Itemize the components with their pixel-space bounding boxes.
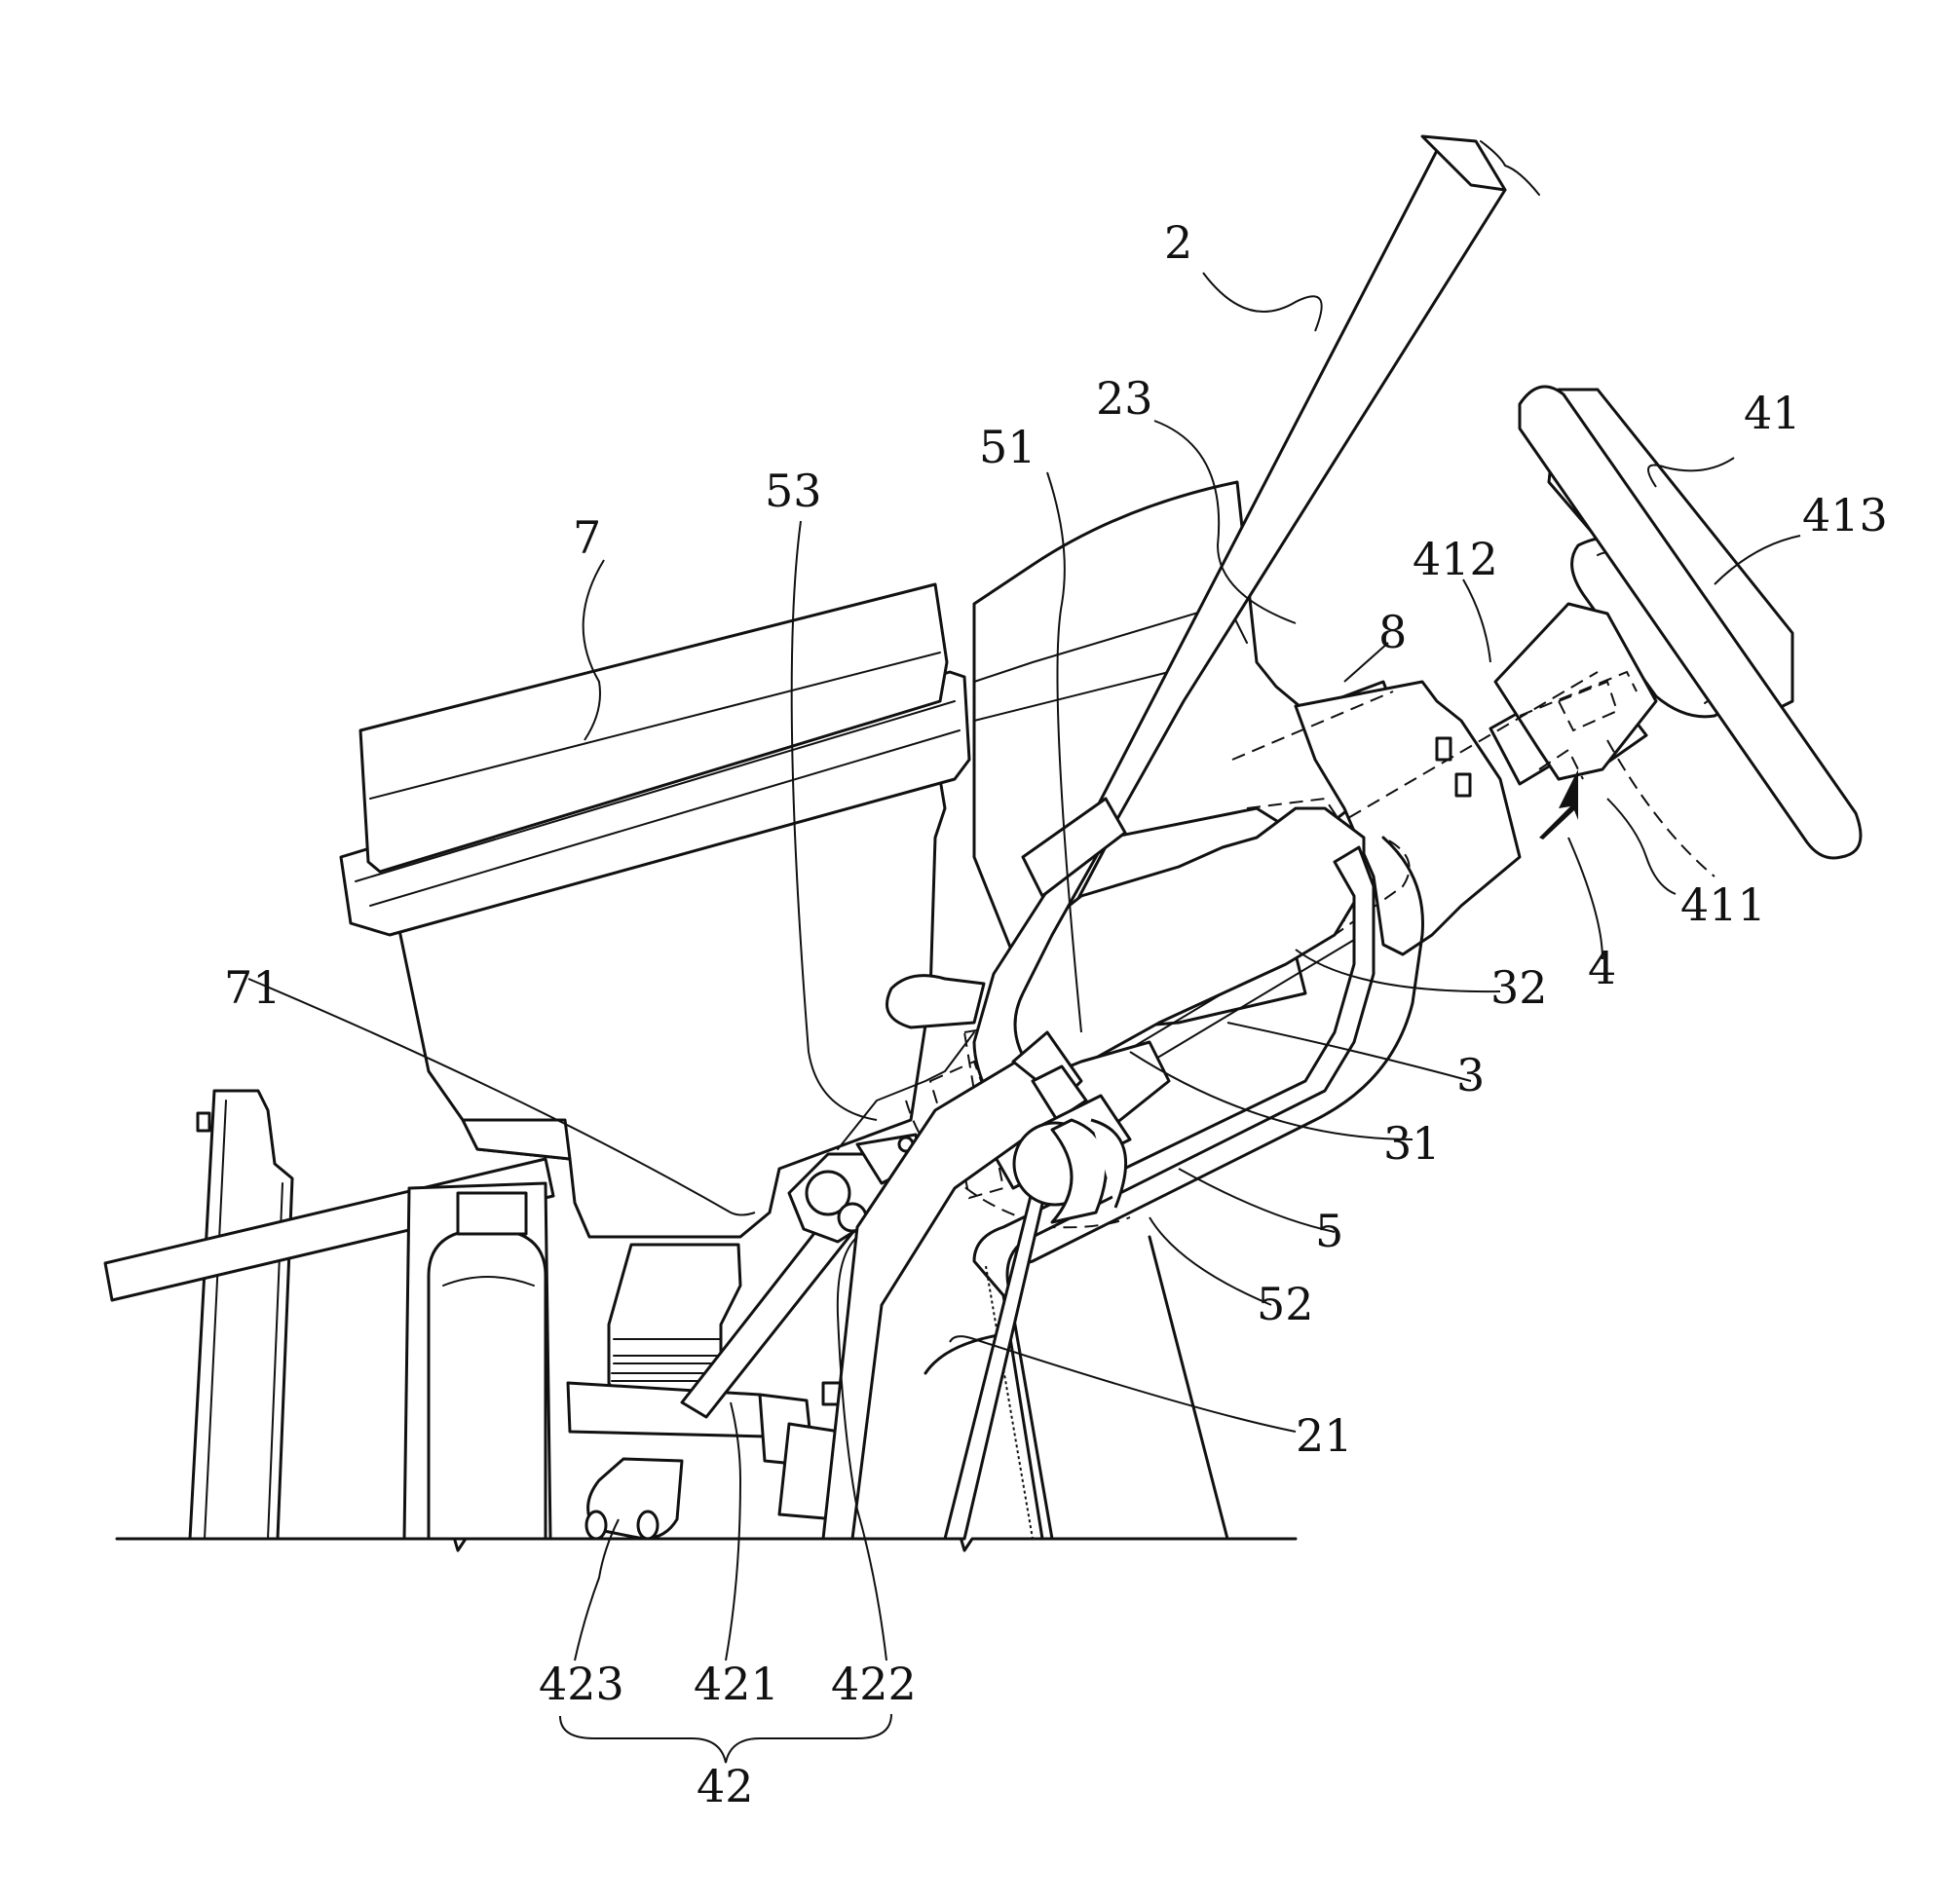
- label-71: 71: [224, 961, 282, 1014]
- label-32: 32: [1490, 961, 1548, 1014]
- label-41: 41: [1744, 387, 1801, 439]
- label-23: 23: [1096, 372, 1153, 425]
- middle-frame: [404, 1183, 550, 1539]
- label-8: 8: [1378, 606, 1407, 658]
- label-51: 51: [979, 421, 1037, 473]
- label-412: 412: [1413, 533, 1498, 585]
- left-frame-post: [190, 1091, 292, 1539]
- label-53: 53: [765, 465, 822, 517]
- label-3: 3: [1456, 1049, 1485, 1101]
- lever-knob: [887, 976, 985, 1027]
- ground-line: [117, 1527, 1296, 1550]
- label-21: 21: [1296, 1409, 1353, 1462]
- label-423: 423: [539, 1658, 624, 1710]
- reservoir-tank: [341, 584, 969, 1237]
- label-422: 422: [831, 1658, 917, 1710]
- label-4: 4: [1588, 942, 1616, 994]
- label-421: 421: [694, 1658, 779, 1710]
- label-7: 7: [573, 511, 601, 564]
- label-5: 5: [1315, 1205, 1343, 1257]
- label-411: 411: [1680, 878, 1766, 931]
- label-2: 2: [1164, 216, 1192, 269]
- label-42: 42: [697, 1760, 754, 1812]
- label-52: 52: [1257, 1278, 1314, 1330]
- label-413: 413: [1802, 489, 1888, 541]
- label-31: 31: [1383, 1117, 1441, 1170]
